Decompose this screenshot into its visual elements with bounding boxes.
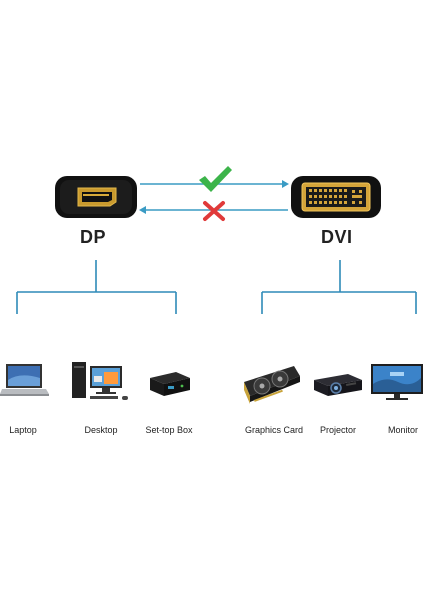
device-label-projector: Projector bbox=[319, 425, 356, 435]
set-top-box-icon bbox=[146, 368, 192, 398]
monitor-icon bbox=[370, 362, 424, 402]
device-label-monitor: Monitor bbox=[387, 425, 418, 435]
dp-label: DP bbox=[80, 227, 107, 247]
branch-trees bbox=[16, 260, 417, 314]
displayport-connector-icon bbox=[54, 175, 138, 219]
device-label-set-top-box: Set-top Box bbox=[145, 425, 193, 435]
device-label-graphics-card: Graphics Card bbox=[244, 425, 304, 435]
projector-icon bbox=[312, 368, 364, 400]
cross-icon bbox=[203, 201, 225, 221]
device-label-desktop: Desktop bbox=[84, 425, 118, 435]
dvi-connector-icon bbox=[290, 175, 382, 219]
graphics-card-icon bbox=[240, 362, 302, 408]
forward-arrow-head bbox=[282, 180, 289, 188]
dvi-label: DVI bbox=[321, 227, 353, 247]
check-icon bbox=[199, 166, 232, 192]
laptop-icon bbox=[0, 362, 50, 398]
device-label-laptop: Laptop bbox=[9, 425, 37, 435]
desktop-computer-icon bbox=[70, 360, 130, 402]
reverse-arrow-head bbox=[139, 206, 146, 214]
